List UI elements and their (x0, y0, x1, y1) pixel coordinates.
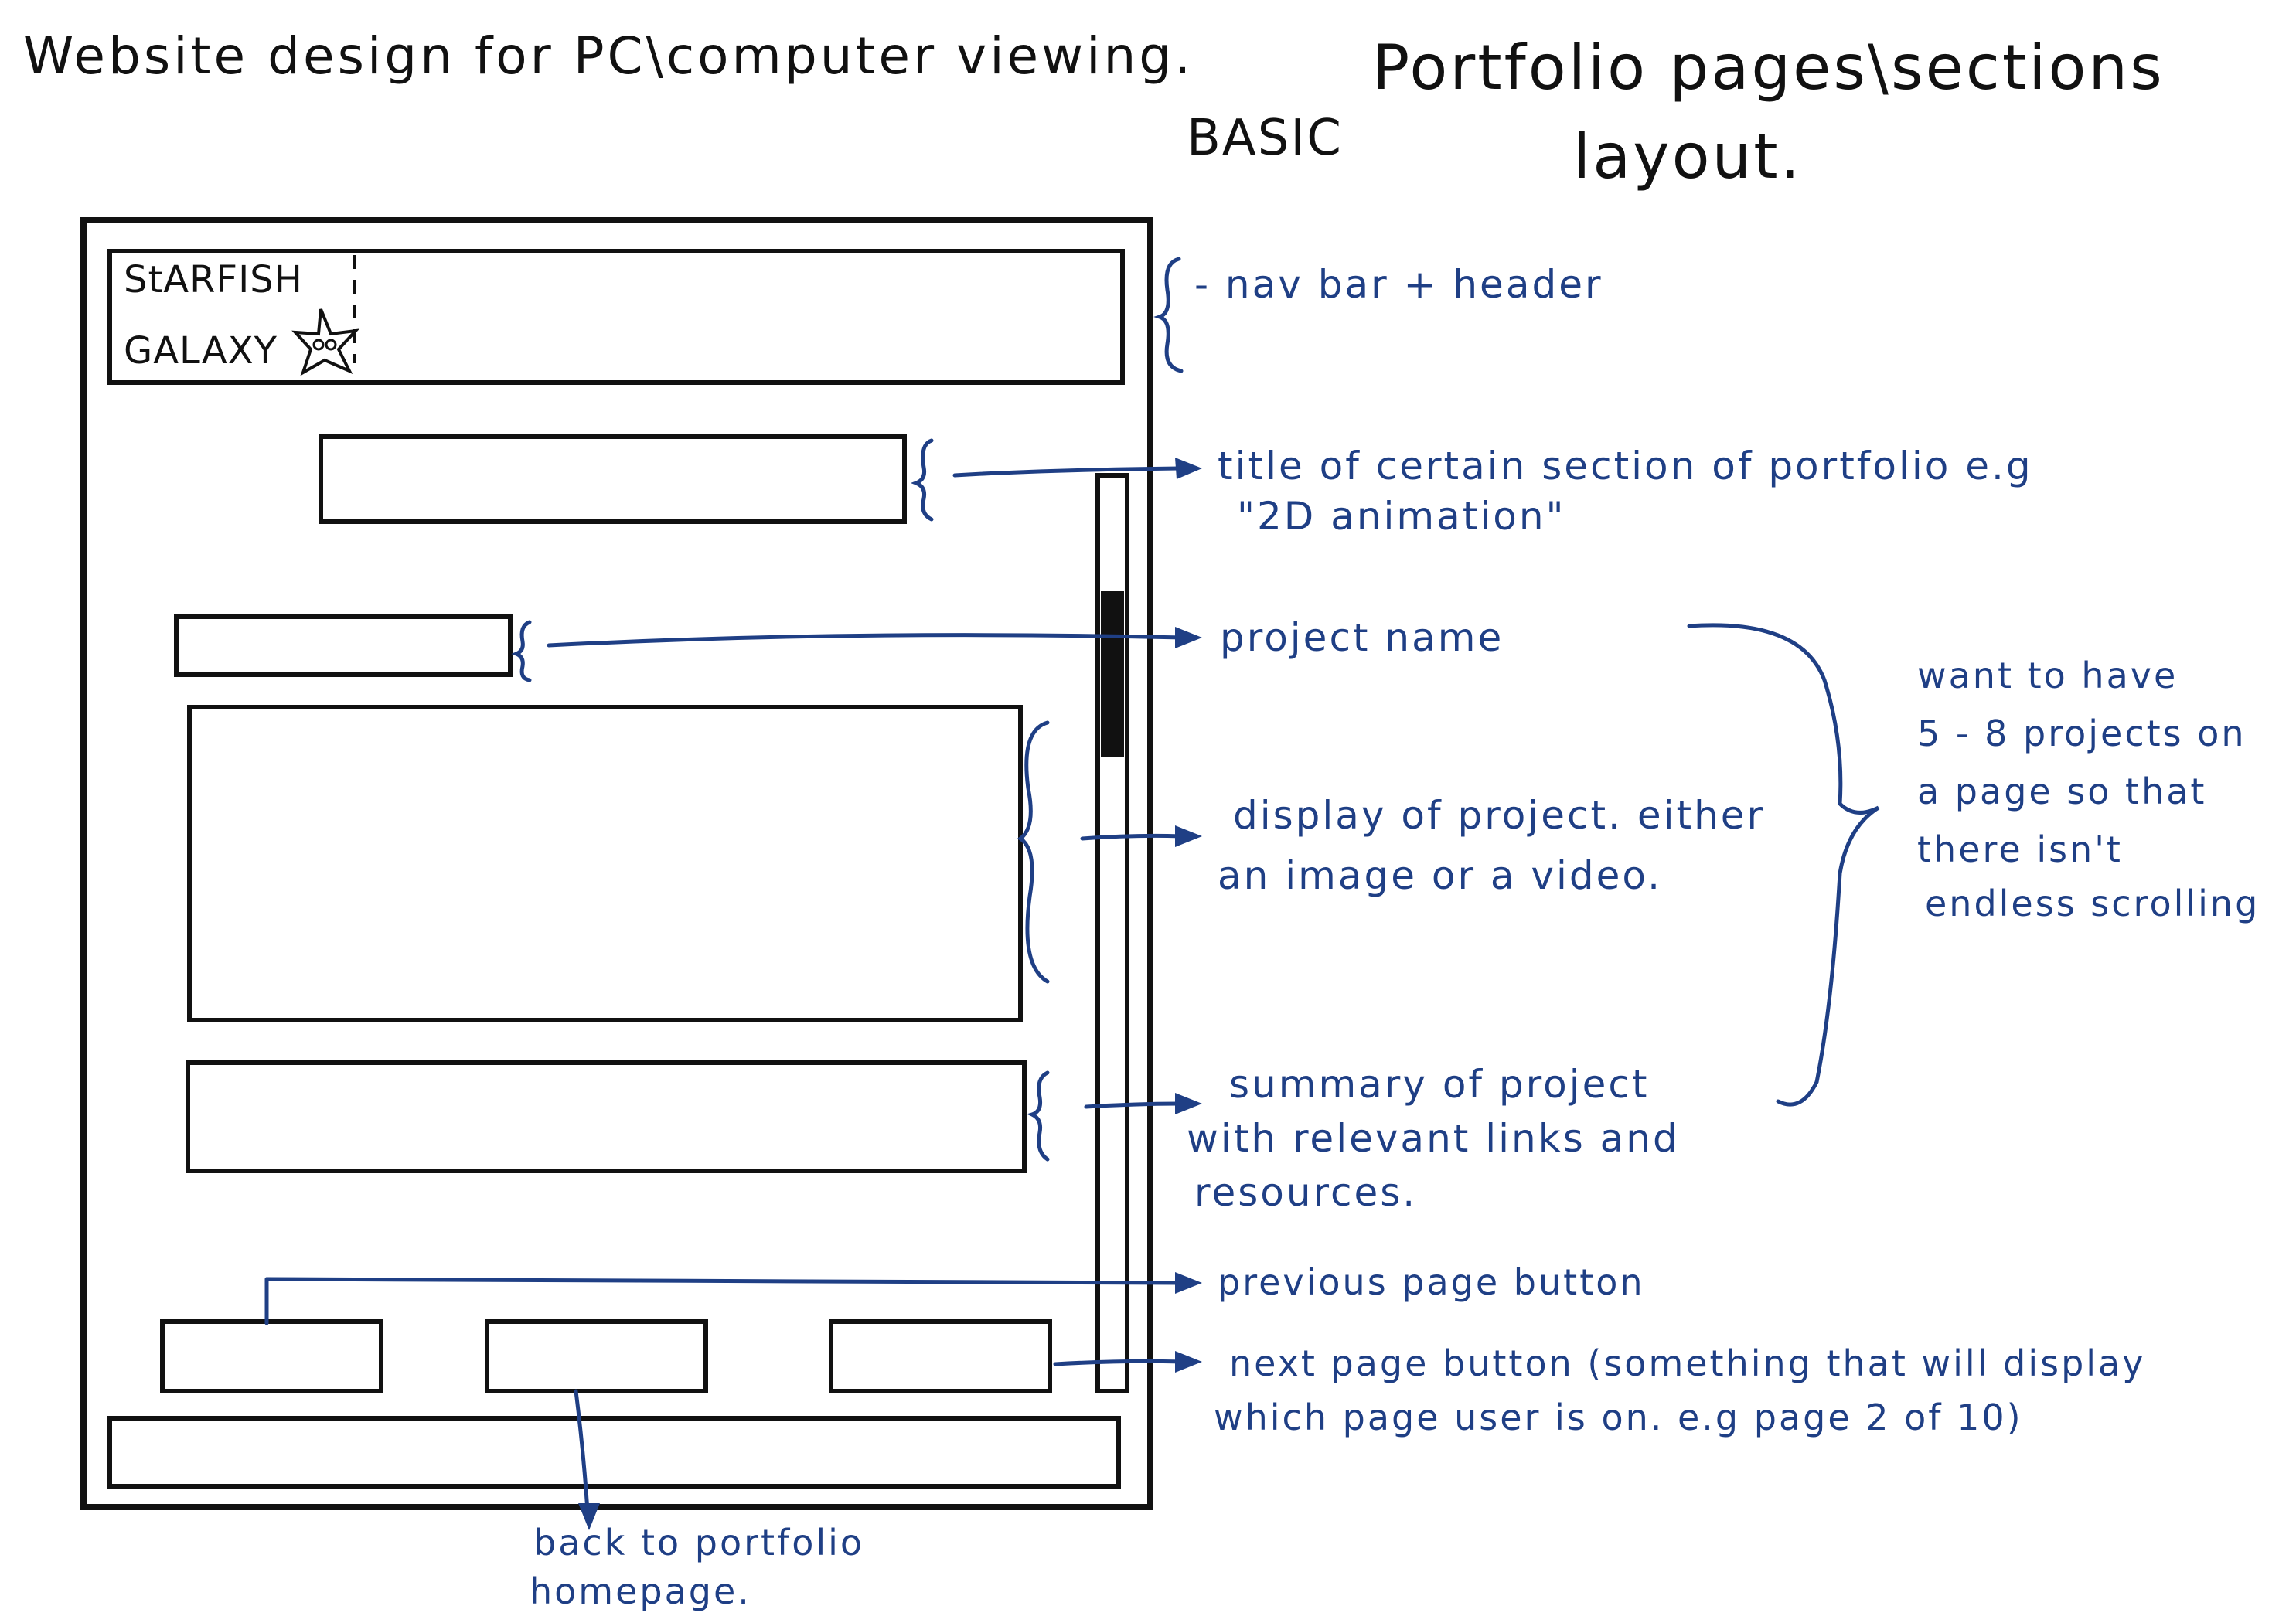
display-arrowhead (1175, 825, 1202, 847)
section-title-annotation-2: "2D animation" (1237, 494, 1566, 539)
summary-brace (1027, 1070, 1050, 1162)
nav-brace (1153, 257, 1184, 373)
next-page-button-box (829, 1319, 1052, 1393)
header-note: Website design for PC\computer viewing. (23, 26, 1194, 86)
summary-arrowhead (1175, 1093, 1202, 1114)
next-page-annotation-1: next page button (something that will di… (1229, 1342, 2145, 1384)
previous-page-annotation: previous page button (1218, 1261, 1645, 1303)
display-arrow (1080, 833, 1185, 841)
group-brace (1687, 623, 1880, 1107)
home-annotation-2: homepage. (530, 1570, 751, 1612)
page-frame (80, 217, 1153, 1510)
logo-line-2: GALAXY (124, 329, 278, 373)
project-name-annotation: project name (1220, 615, 1504, 660)
section-title-box (319, 434, 907, 524)
logo-line-1: StARFISH (124, 258, 303, 301)
group-annotation-4: there isn't (1917, 829, 2123, 870)
heading-line-1: Portfolio pages\sections (1372, 32, 2165, 104)
project-name-arrow (547, 633, 1185, 648)
project-name-brace (511, 620, 532, 682)
project-summary-box (186, 1060, 1027, 1173)
summary-annotation-2: with relevant links and (1187, 1116, 1680, 1161)
project-name-arrowhead (1175, 627, 1202, 648)
group-annotation-5: endless scrolling (1925, 883, 2260, 924)
group-annotation-2: 5 - 8 projects on (1917, 713, 2247, 754)
starfish-icon (291, 308, 360, 376)
section-title-arrowhead (1175, 458, 1202, 479)
group-annotation-1: want to have (1917, 655, 2178, 696)
section-title-annotation-1: title of certain section of portfolio e.… (1218, 444, 2033, 488)
home-annotation-1: back to portfolio (533, 1522, 864, 1563)
display-brace (1017, 720, 1050, 984)
home-button-box (485, 1319, 708, 1393)
previous-page-button-box (160, 1319, 383, 1393)
nav-annotation: - nav bar + header (1194, 262, 1603, 307)
basic-label: BASIC (1187, 110, 1343, 167)
scrollbar-thumb (1101, 591, 1124, 757)
project-display-box (187, 705, 1023, 1022)
summary-annotation-1: summary of project (1229, 1062, 1649, 1107)
next-page-annotation-2: which page user is on. e.g page 2 of 10) (1214, 1397, 2023, 1438)
heading-line-2: layout. (1573, 121, 1802, 192)
home-arrowhead (578, 1503, 600, 1530)
display-annotation-1: display of project. either (1233, 793, 1765, 838)
previous-page-arrowhead (1175, 1272, 1202, 1294)
footer-box (107, 1416, 1121, 1489)
next-page-arrow (1053, 1359, 1185, 1366)
section-title-brace (911, 438, 934, 522)
next-page-arrowhead (1175, 1351, 1202, 1373)
section-title-arrow (952, 466, 1185, 478)
display-annotation-2: an image or a video. (1218, 853, 1662, 898)
group-annotation-3: a page so that (1917, 771, 2206, 812)
nav-header-box (107, 249, 1125, 385)
summary-arrow (1084, 1101, 1185, 1109)
home-arrow (574, 1389, 590, 1513)
previous-page-arrow (264, 1277, 1185, 1325)
summary-annotation-3: resources. (1194, 1170, 1417, 1215)
project-name-box (174, 614, 513, 677)
